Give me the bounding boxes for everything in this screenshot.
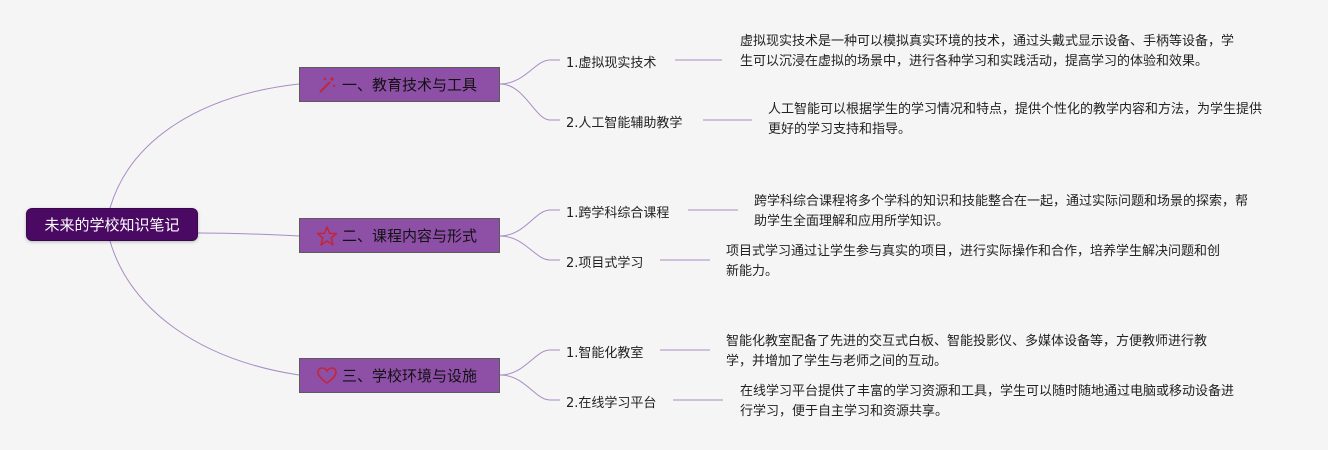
branch-label: 二、课程内容与形式 bbox=[342, 227, 478, 245]
description-text: 虚拟现实技术是一种可以模拟真实环境的技术，通过头戴式显示设备、手柄等设备，学生可… bbox=[740, 34, 1235, 69]
subtopic-node[interactable]: 2.在线学习平台 bbox=[566, 396, 657, 411]
description-text: 项目式学习通过让学生参与真实的项目，进行实际操作和合作，培养学生解决问题和创新能… bbox=[726, 244, 1221, 279]
subtopic-node[interactable]: 1.智能化教室 bbox=[566, 346, 644, 361]
description-text: 人工智能可以根据学生的学习情况和特点，提供个性化的教学内容和方法，为学生提供更好… bbox=[768, 102, 1263, 137]
connector-root-branch-3 bbox=[109, 240, 300, 376]
branch-label: 一、教育技术与工具 bbox=[342, 76, 478, 94]
connector-root-branch-2 bbox=[197, 232, 300, 237]
heart-icon bbox=[316, 365, 338, 387]
connector-root-branch-1 bbox=[109, 83, 300, 209]
subtopic-node[interactable]: 1.虚拟现实技术 bbox=[566, 56, 657, 71]
description-text: 跨学科综合课程将多个学科的知识和技能整合在一起，通过实际问题和场景的探索，帮助学… bbox=[754, 194, 1249, 229]
branch-node-education-tech[interactable]: 一、教育技术与工具 bbox=[299, 67, 500, 102]
connector-b1-c2 bbox=[499, 83, 560, 121]
connector-b2-c2 bbox=[499, 235, 560, 261]
subtopic-node[interactable]: 2.人工智能辅助教学 bbox=[566, 116, 683, 131]
branch-label: 三、学校环境与设施 bbox=[342, 367, 478, 385]
subtopic-node[interactable]: 2.项目式学习 bbox=[566, 256, 644, 271]
connector-b1-c1 bbox=[499, 59, 560, 85]
branch-node-curriculum[interactable]: 二、课程内容与形式 bbox=[299, 218, 500, 253]
magic-wand-icon bbox=[316, 74, 338, 96]
connector-b3-c2 bbox=[499, 374, 560, 401]
description-text: 在线学习平台提供了丰富的学习资源和工具，学生可以随时随地通过电脑或移动设备进行学… bbox=[740, 384, 1235, 419]
connector-b2-c1 bbox=[499, 209, 560, 237]
connector-b3-c1 bbox=[499, 349, 560, 376]
root-node[interactable]: 未来的学校知识笔记 bbox=[26, 208, 198, 241]
branch-node-environment[interactable]: 三、学校环境与设施 bbox=[299, 358, 500, 393]
subtopic-node[interactable]: 1.跨学科综合课程 bbox=[566, 206, 670, 221]
description-text: 智能化教室配备了先进的交互式白板、智能投影仪、多媒体设备等，方便教师进行教学，并… bbox=[726, 334, 1208, 369]
star-icon bbox=[316, 225, 338, 247]
